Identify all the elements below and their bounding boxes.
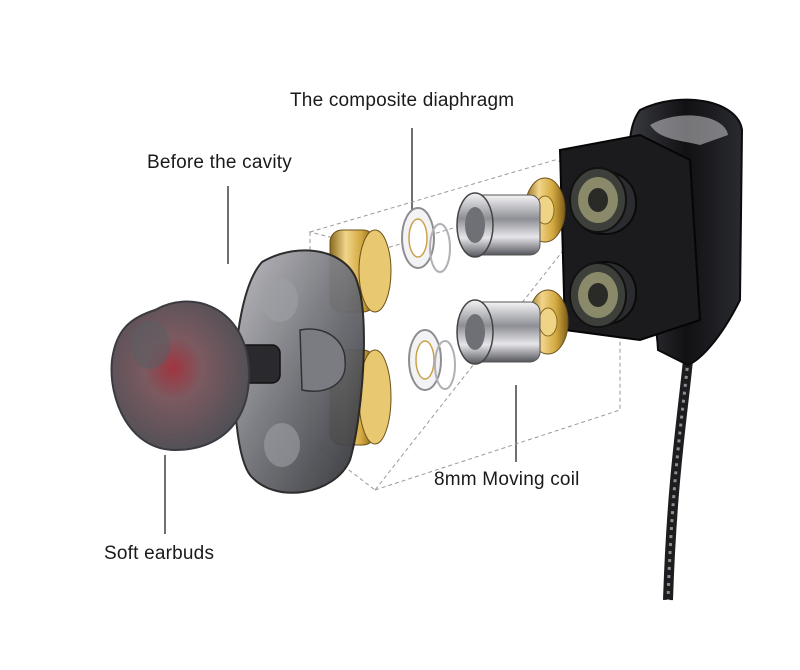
cable (663, 359, 693, 601)
front-cavity-shell (233, 249, 365, 494)
rear-driver-discs (569, 167, 627, 328)
label-before-cavity: Before the cavity (147, 152, 292, 173)
soft-eartip (110, 300, 250, 452)
leader-lines (164, 128, 517, 534)
label-composite-diaphragm: The composite diaphragm (290, 90, 515, 111)
composite-diaphragms (401, 207, 456, 391)
label-soft-earbuds: Soft earbuds (104, 543, 215, 564)
label-moving-coil: 8mm Moving coil (434, 469, 580, 490)
moving-coils (456, 192, 541, 365)
